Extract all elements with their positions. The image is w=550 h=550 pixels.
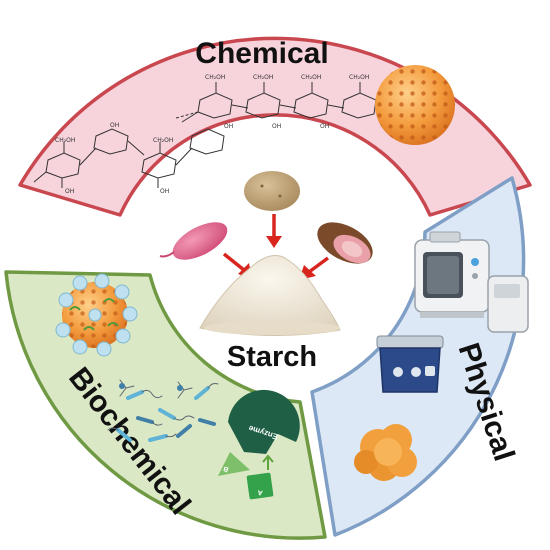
ch2oh-group-label: CH₂OH [153,137,173,144]
glucan-structure-drawing [33,82,388,188]
potato-source [244,171,300,211]
enzyme-bound-granule [55,273,138,357]
oh-group-label: OH [320,123,329,130]
enzyme-reaction: Enzyme B A [218,389,300,500]
microorganisms-cluster [107,379,219,442]
enzyme-shape [228,389,300,454]
ch2oh-group-label: CH₂OH [205,74,225,81]
cassava-source [317,222,373,264]
starch-powder-pile [199,255,341,336]
chemical-label: Chemical [195,37,328,70]
oh-group-label: OH [110,122,119,129]
product-triangle [218,452,250,476]
product-b-label: B [223,464,230,472]
ch2oh-group-label: CH₂OH [253,74,273,81]
structure-annotations: CH₂OH CH₂OH CH₂OH CH₂OH OH OH OH CH₂OH C… [55,74,369,195]
product-square [246,472,274,500]
sweet-potato-source [159,222,228,260]
ch2oh-group-label: CH₂OH [349,74,369,81]
product-a-label: A [257,488,263,496]
oh-group-label: OH [272,123,281,130]
oh-group-label: OH [65,188,74,195]
ch2oh-group-label: CH₂OH [55,137,75,144]
ch2oh-group-label: CH₂OH [301,74,321,81]
porous-starch-granule [375,65,455,145]
autoclave-device [414,231,529,333]
starch-center: Starch [159,171,373,373]
ultrasonic-bath-device [376,335,444,393]
reaction-arrow [262,454,274,470]
chemical-sector: Chemical [18,36,532,217]
oh-group-label: OH [160,188,169,195]
oh-group-label: OH [224,123,233,130]
modified-starch-particle [354,424,417,481]
starch-label: Starch [227,341,317,373]
